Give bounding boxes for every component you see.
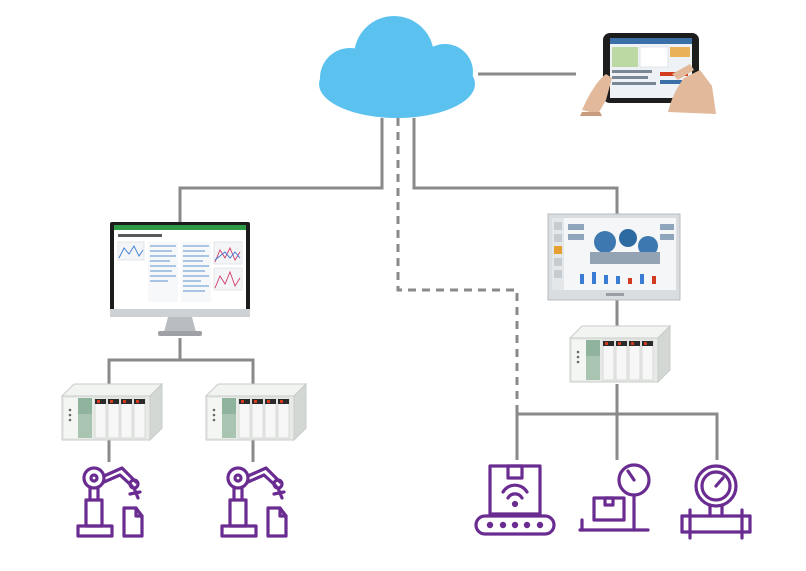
plc-icon bbox=[569, 325, 671, 383]
hmi-panel-icon bbox=[547, 213, 681, 301]
link-cloud-field-devices bbox=[396, 118, 519, 414]
plc-icon bbox=[61, 383, 163, 441]
connector-lines bbox=[107, 72, 719, 462]
weighing-scale-icon bbox=[578, 463, 651, 532]
pressure-gauge-icon bbox=[680, 464, 752, 540]
cloud-icon bbox=[319, 16, 475, 118]
link-bus-plc1 bbox=[107, 358, 255, 385]
desktop-monitor-icon bbox=[110, 222, 250, 336]
robot-arm-icon bbox=[76, 466, 144, 538]
link-cloud-hmi bbox=[412, 118, 619, 214]
conveyor-wifi-icon bbox=[474, 464, 556, 536]
link-cloud-monitor bbox=[178, 118, 384, 222]
robot-arm-icon bbox=[220, 466, 288, 538]
tablet-in-hands-icon bbox=[580, 33, 716, 116]
plc-icon bbox=[205, 383, 307, 441]
